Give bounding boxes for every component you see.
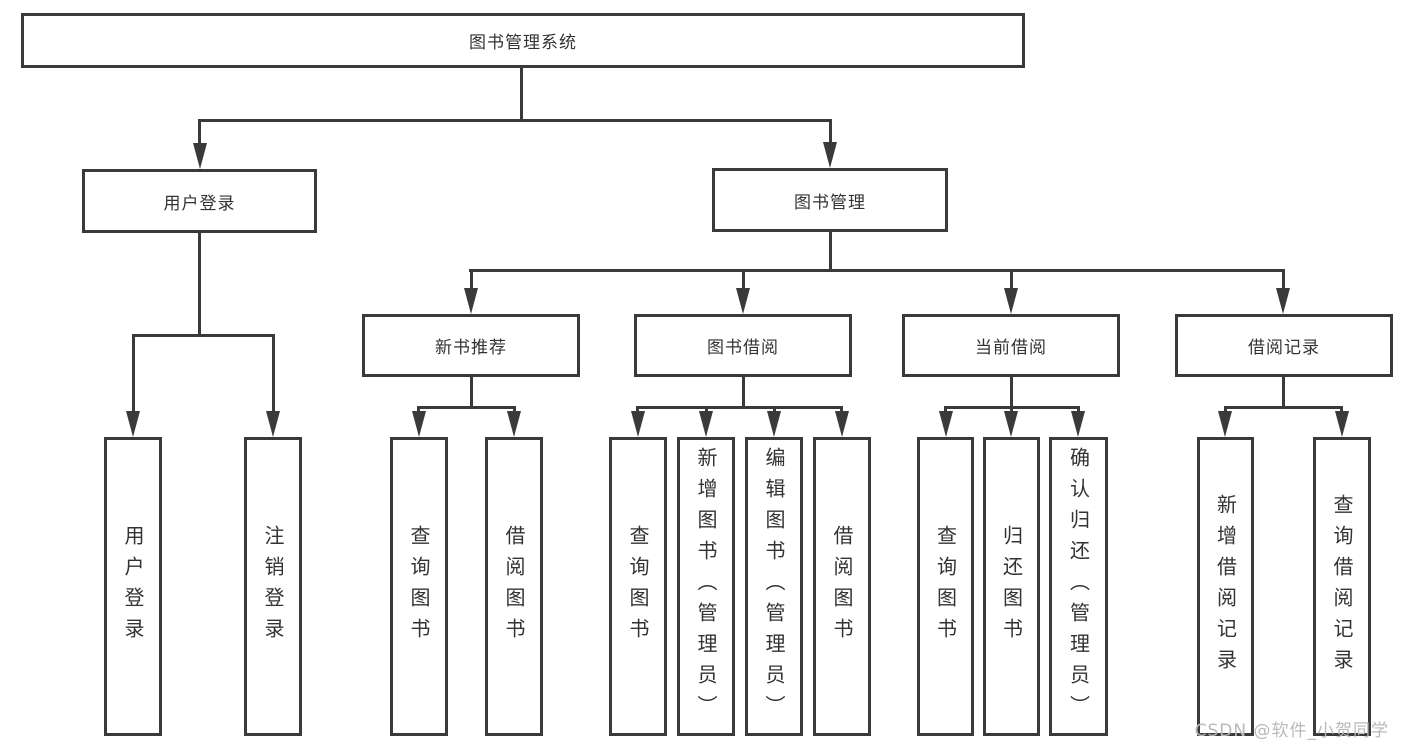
arrowhead-rec-borrow [507,411,521,437]
node-leaf-rec-borrow-books-label: 借阅图书 [502,524,526,649]
connector-drop-bb-borrow [840,406,843,414]
connector-bb-vertical [742,377,745,408]
csdn-watermark: CSDN @软件_小贺同学 [1194,721,1389,741]
connector-cb-vertical [1010,377,1013,408]
arrowhead-user-login [193,143,207,169]
connector-drop-rec-query [417,406,420,414]
node-new-book-recommend-label: 新书推荐 [435,338,507,358]
node-current-borrowing: 当前借阅 [902,314,1120,377]
arrowhead-current-borrow [1004,288,1018,314]
arrowhead-bb-query [631,411,645,437]
connector-drop-user-login [198,119,201,145]
connector-drop-leaf-logout [272,334,275,413]
node-leaf-bb-borrow-books-label: 借阅图书 [830,524,854,649]
arrowhead-cb-query [939,411,953,437]
connector-drop-current-borrow [1010,269,1013,290]
connector-drop-br-add [1224,406,1227,414]
node-leaf-br-add-record-label: 新增借阅记录 [1213,493,1238,680]
node-leaf-rec-query-books-label: 查询图书 [407,524,431,649]
connector-login-vertical [198,233,201,336]
node-leaf-logout: 注销登录 [244,437,302,736]
arrowhead-book-mgmt [823,142,837,168]
node-user-login-label: 用户登录 [163,193,236,214]
connector-drop-leaf-login [132,334,135,413]
node-leaf-cb-query-books-label: 查询图书 [933,524,958,649]
arrowhead-bb-add [699,411,713,437]
connector-rec-horizontal [417,406,516,409]
node-leaf-br-query-record: 查询借阅记录 [1313,437,1371,736]
connector-mgmt-horizontal [469,269,1283,272]
node-leaf-cb-confirm-return-admin: 确认归还（管理员） [1049,437,1108,736]
node-leaf-user-login: 用户登录 [104,437,162,736]
node-root-library-system: 图书管理系统 [21,13,1025,68]
connector-drop-br-query [1340,406,1343,414]
node-borrowing-records: 借阅记录 [1175,314,1393,377]
node-leaf-user-login-label: 用户登录 [121,524,145,649]
connector-drop-bb-query [636,406,639,414]
connector-login-horizontal [132,334,275,337]
connector-drop-bb-add [705,406,708,414]
node-leaf-bb-edit-books-admin: 编辑图书（管理员） [745,437,803,736]
arrowhead-cb-confirm [1071,411,1085,437]
node-leaf-br-add-record: 新增借阅记录 [1197,437,1254,736]
node-book-borrowing: 图书借阅 [634,314,852,377]
arrowhead-leaf-login [126,411,140,437]
connector-root-vertical [520,68,523,122]
node-leaf-bb-add-books-admin-label: 新增图书（管理员） [694,447,718,726]
connector-drop-book-borrow [742,269,745,290]
arrowhead-bb-edit [767,411,781,437]
node-leaf-bb-query-books-label: 查询图书 [626,524,650,649]
arrowhead-bb-borrow [835,411,849,437]
node-leaf-cb-return-books: 归还图书 [983,437,1040,736]
node-leaf-bb-edit-books-admin-label: 编辑图书（管理员） [762,447,786,726]
node-leaf-bb-query-books: 查询图书 [609,437,667,736]
connector-root-horizontal [198,119,831,122]
node-current-borrowing-label: 当前借阅 [975,338,1047,358]
node-borrowing-records-label: 借阅记录 [1248,338,1320,358]
connector-drop-new-book [470,269,473,290]
node-leaf-bb-borrow-books: 借阅图书 [813,437,871,736]
node-root-label: 图书管理系统 [469,33,577,53]
node-book-management: 图书管理 [712,168,948,232]
node-leaf-cb-confirm-return-admin-label: 确认归还（管理员） [1066,447,1091,726]
node-leaf-rec-query-books: 查询图书 [390,437,448,736]
arrowhead-cb-return [1004,411,1018,437]
node-leaf-rec-borrow-books: 借阅图书 [485,437,543,736]
node-new-book-recommend: 新书推荐 [362,314,580,377]
arrowhead-br-query [1335,411,1349,437]
connector-drop-borrow-records [1282,269,1285,290]
node-book-management-label: 图书管理 [794,192,866,213]
connector-br-horizontal [1224,406,1343,409]
connector-drop-cb-query [944,406,947,414]
connector-br-vertical [1282,377,1285,408]
node-leaf-cb-return-books-label: 归还图书 [999,524,1024,649]
arrowhead-book-borrow [736,288,750,314]
arrowhead-leaf-logout [266,411,280,437]
node-leaf-cb-query-books: 查询图书 [917,437,974,736]
connector-mgmt-vertical [829,232,832,272]
connector-drop-cb-return [1010,406,1013,414]
arrowhead-borrow-records [1276,288,1290,314]
node-leaf-bb-add-books-admin: 新增图书（管理员） [677,437,735,736]
node-leaf-br-query-record-label: 查询借阅记录 [1330,493,1354,680]
node-leaf-logout-label: 注销登录 [261,524,285,649]
connector-drop-cb-confirm [1077,406,1080,414]
node-user-login: 用户登录 [82,169,317,233]
arrowhead-rec-query [412,411,426,437]
connector-bb-horizontal [636,406,843,409]
connector-drop-rec-borrow [513,406,516,414]
connector-drop-bb-edit [773,406,776,414]
node-book-borrowing-label: 图书借阅 [707,338,779,358]
connector-rec-vertical [470,377,473,408]
arrowhead-new-book [464,288,478,314]
connector-drop-book-mgmt [829,119,832,144]
arrowhead-br-add [1218,411,1232,437]
